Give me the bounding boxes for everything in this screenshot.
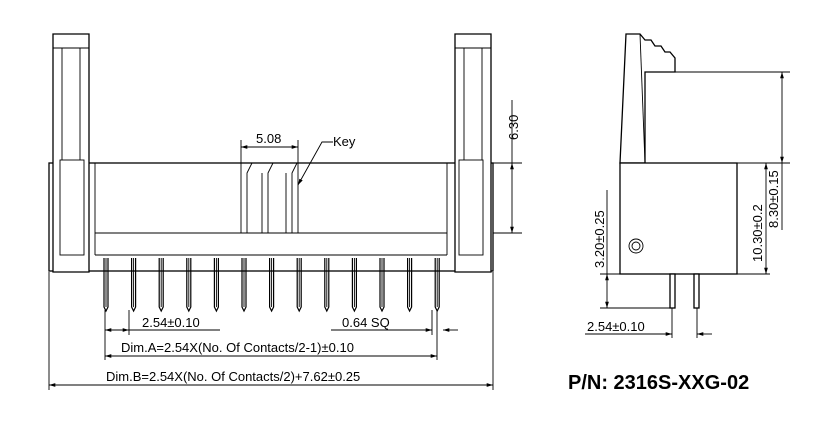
dim-b-label: Dim.B=2.54X(No. Of Contacts/2)+7.62±0.25 xyxy=(106,369,360,384)
contact-pin xyxy=(186,258,192,313)
front-view: 5.08 Key 6.30 2.54±0.10 0.64 SQ Dim.A=2.… xyxy=(48,33,522,390)
side-body xyxy=(619,162,738,275)
key-width-label: 5.08 xyxy=(256,131,281,146)
contact-pin xyxy=(241,258,247,313)
part-number: P/N: 2316S-XXG-02 xyxy=(568,372,749,394)
right-latch xyxy=(454,33,492,273)
latch-height-label: 8.30±0.15 xyxy=(766,170,781,228)
housing-outline xyxy=(48,162,494,272)
contact-pin xyxy=(407,258,413,313)
row-pitch-label: 2.54±0.10 xyxy=(587,319,645,334)
contact-pin xyxy=(269,258,275,313)
standoff-label: 3.20±0.25 xyxy=(592,210,607,268)
pin-row xyxy=(103,258,440,313)
mount-hole-icon xyxy=(628,238,644,254)
key-slot xyxy=(240,162,299,234)
contact-pin xyxy=(296,258,302,313)
pin-size-label: 0.64 SQ xyxy=(342,315,390,330)
contact-pin xyxy=(103,258,109,313)
side-view: 2.54±0.10 3.20±0.25 10.30±0.2 8.30±0.15 xyxy=(585,33,790,338)
contact-pin xyxy=(351,258,357,313)
contact-pin xyxy=(213,258,219,313)
contact-pin xyxy=(131,258,137,313)
side-latch xyxy=(619,33,676,164)
key-label: Key xyxy=(333,134,356,149)
height-label: 6.30 xyxy=(506,115,521,140)
dim-a-label: Dim.A=2.54X(No. Of Contacts/2-1)±0.10 xyxy=(121,340,354,355)
contact-pin xyxy=(324,258,330,313)
pitch-label: 2.54±0.10 xyxy=(142,315,200,330)
contact-pin xyxy=(379,258,385,313)
contact-pin xyxy=(158,258,164,313)
body-height-label: 10.30±0.2 xyxy=(750,204,765,262)
